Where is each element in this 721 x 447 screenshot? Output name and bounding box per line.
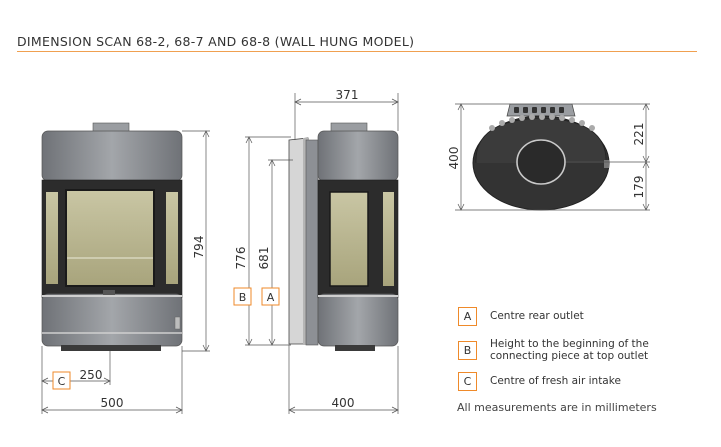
front-base [61,345,161,351]
top-view: 400 221 179 [447,103,650,211]
side-marker-a-box [261,287,280,306]
page-title: DIMENSION SCAN 68-2, 68-7 AND 68-8 (WALL… [17,34,415,49]
side-top-panel [317,130,399,182]
legend-key-c: C [458,372,477,391]
front-marker-c: C [58,375,66,388]
side-marker-b-box [233,287,252,306]
legend-item-b: B Height to the beginning of the connect… [458,338,678,367]
top-flue-outlet [516,139,566,185]
legend-key-b: B [458,341,477,360]
side-glass [329,191,369,287]
front-glass [65,189,155,287]
legend-text-a: Centre rear outlet [490,310,584,322]
side-view: 371 400 776 681 B A [233,88,399,414]
front-view: 794 500 250 C [41,122,210,414]
front-left-side-glass [46,192,58,284]
top-back-dim: 179 [632,176,646,199]
units-note: All measurements are in millimeters [457,401,657,414]
front-top-panel [41,130,183,182]
title-divider [17,51,697,52]
side-height-b-dim: 776 [234,247,248,270]
top-depth-dim: 400 [447,147,461,170]
front-bottom-panel [41,293,183,347]
legend-item-a: A Centre rear outlet [458,307,678,327]
side-bottom-width-dim: 400 [332,396,355,410]
front-width-dim: 500 [101,396,124,410]
legend-text-b: Height to the beginning of the connectin… [490,338,649,362]
front-intake-dim: 250 [80,368,103,382]
side-height-a-dim: 681 [257,247,271,270]
legend-key-a: A [458,307,477,326]
front-height-dim: 794 [192,236,206,259]
front-right-side-glass [166,192,178,284]
side-bottom-panel [317,293,399,347]
top-front-dim: 221 [632,123,646,146]
front-marker-c-box [52,371,71,390]
legend-item-c: C Centre of fresh air intake [458,372,678,392]
side-marker-a: A [267,291,275,304]
side-marker-b: B [239,291,247,304]
legend-text-c: Centre of fresh air intake [490,375,621,387]
side-top-width-dim: 371 [336,88,359,102]
